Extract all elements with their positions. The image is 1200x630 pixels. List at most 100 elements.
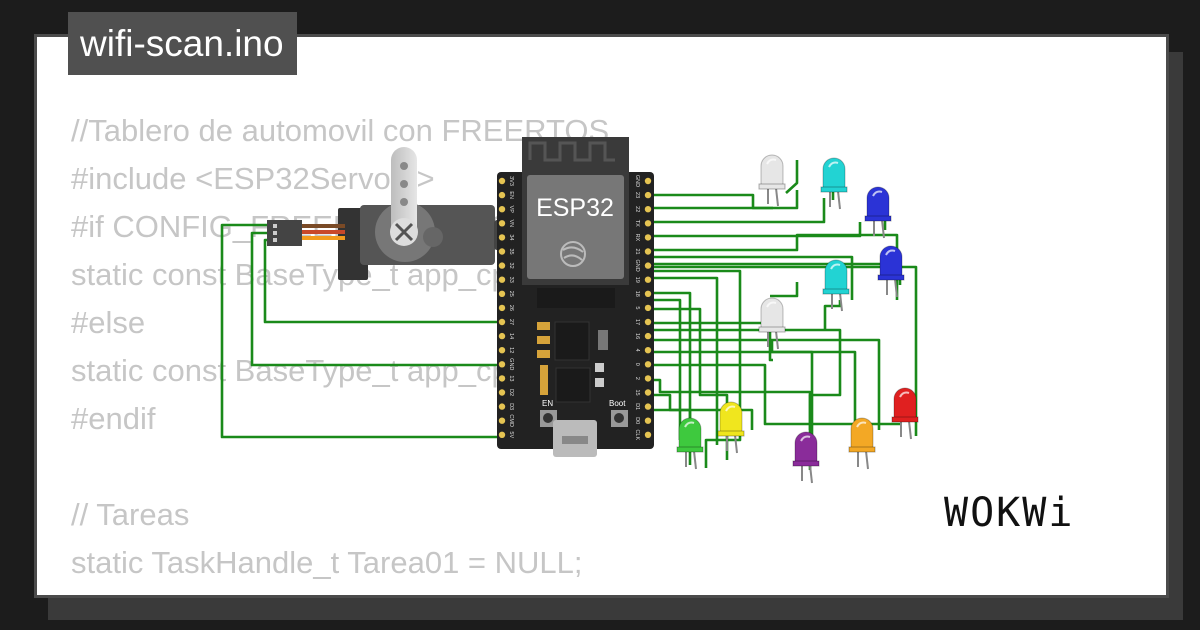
pin-label: 18	[634, 291, 640, 297]
pin[interactable]	[498, 290, 506, 297]
pin[interactable]	[644, 318, 652, 326]
pin[interactable]	[644, 206, 652, 213]
pin[interactable]	[498, 417, 506, 424]
code-line: //Tablero de automovil con FREERTOS	[71, 113, 610, 148]
pin-label: 13	[508, 375, 514, 381]
pin-label: 15	[634, 389, 640, 395]
code-line: static TaskHandle_t Tarea02 = NULL;	[71, 593, 583, 595]
pin[interactable]	[644, 276, 652, 283]
led-yellow[interactable]	[717, 401, 745, 454]
led-white[interactable]	[758, 154, 786, 207]
wire	[648, 378, 812, 430]
pin-label: 32	[508, 263, 514, 269]
led-green[interactable]	[676, 417, 704, 470]
led-blue[interactable]	[877, 245, 905, 298]
esp32-board[interactable]: ESP32 EN Boot 3V3ENVPVN34353233252627141…	[497, 137, 654, 457]
pin[interactable]	[498, 389, 506, 396]
pin[interactable]	[498, 262, 506, 269]
pin[interactable]	[498, 332, 506, 340]
pin[interactable]	[644, 234, 652, 241]
led-orange[interactable]	[848, 417, 876, 470]
pin-label: 5V	[508, 431, 514, 438]
pin[interactable]	[498, 431, 506, 438]
wire	[220, 223, 502, 439]
pin[interactable]	[498, 347, 506, 354]
pin[interactable]	[644, 347, 652, 354]
chip-label: ESP32	[536, 194, 614, 222]
code-line: static TaskHandle_t Tarea01 = NULL;	[71, 545, 583, 580]
en-button-label: EN	[542, 399, 553, 408]
wokwi-logo: WOKWi	[944, 490, 1075, 536]
led-cyan[interactable]	[822, 259, 850, 312]
pin-label: D1	[634, 403, 640, 410]
pin-label: 21	[634, 248, 640, 254]
pin[interactable]	[498, 304, 506, 312]
pin-label: GND	[634, 259, 640, 271]
pin-label: D2	[508, 389, 514, 396]
pin[interactable]	[498, 361, 506, 368]
wire	[648, 193, 773, 210]
pin-label: D3	[508, 403, 514, 410]
wire	[785, 160, 799, 194]
pin[interactable]	[644, 375, 652, 382]
pin[interactable]	[644, 389, 652, 396]
pin[interactable]	[644, 417, 652, 424]
pin-label: 33	[508, 277, 514, 283]
left-pin-header: 3V3ENVPVN343532332526271412GND13D2D3CMD5…	[498, 176, 514, 438]
wire	[770, 340, 814, 440]
led-purple[interactable]	[792, 431, 820, 484]
pin[interactable]	[498, 234, 506, 241]
pin[interactable]	[644, 191, 652, 199]
pin[interactable]	[498, 206, 506, 213]
pin[interactable]	[644, 262, 652, 269]
pin[interactable]	[644, 403, 652, 410]
pin[interactable]	[498, 177, 506, 185]
pin[interactable]	[644, 332, 652, 340]
pin[interactable]	[644, 220, 652, 227]
pin-label: RX	[634, 234, 640, 242]
pin-label: 34	[508, 234, 514, 240]
pin-label: 19	[634, 277, 640, 283]
code-line: // Tareas	[71, 497, 190, 532]
code-line: #endif	[71, 401, 156, 436]
pin-label: TX	[634, 220, 640, 227]
pin-label: D0	[634, 417, 640, 424]
pin-label: CLK	[634, 429, 640, 440]
pin[interactable]	[644, 177, 652, 185]
pin[interactable]	[498, 403, 506, 410]
pin[interactable]	[644, 361, 652, 368]
pin-label: CMD	[508, 414, 514, 427]
led-white[interactable]	[758, 297, 786, 350]
pin-label: 0	[634, 363, 640, 366]
wire	[648, 408, 692, 420]
pin[interactable]	[644, 304, 652, 312]
wire	[648, 276, 719, 445]
boot-button-label: Boot	[609, 399, 626, 408]
wire	[648, 338, 881, 430]
wire	[648, 363, 900, 426]
led-array	[676, 154, 919, 484]
led-red[interactable]	[891, 387, 919, 440]
pin-label: 3V3	[508, 176, 514, 186]
pin[interactable]	[498, 375, 506, 382]
pin-label: 25	[508, 291, 514, 297]
led-blue[interactable]	[864, 186, 892, 239]
pin-label: VP	[508, 206, 514, 214]
wire	[648, 255, 854, 300]
pin-label: 12	[508, 347, 514, 353]
pin[interactable]	[498, 220, 506, 227]
pin-label: 27	[508, 319, 514, 325]
servo-motor[interactable]	[267, 147, 510, 280]
pin[interactable]	[644, 290, 652, 297]
pin[interactable]	[498, 191, 506, 199]
wire	[648, 190, 799, 210]
pin[interactable]	[644, 248, 652, 255]
pin-label: 5	[634, 306, 640, 309]
pin[interactable]	[644, 431, 652, 438]
wire	[648, 265, 918, 436]
pin[interactable]	[498, 276, 506, 283]
pin-label: 23	[634, 192, 640, 198]
pin[interactable]	[498, 248, 506, 255]
pin[interactable]	[498, 318, 506, 326]
led-cyan[interactable]	[820, 157, 848, 210]
